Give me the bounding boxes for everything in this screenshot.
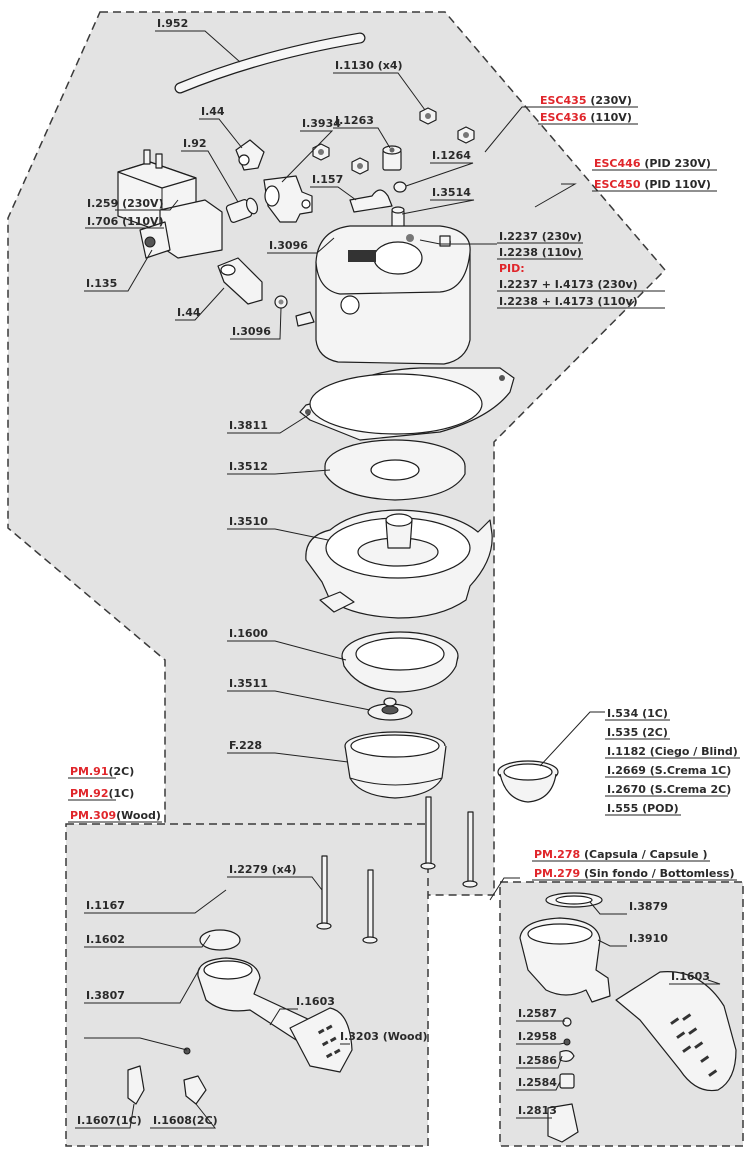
label-i1263: I.1263 <box>335 114 374 127</box>
label-i2586: I.2586 <box>518 1054 557 1067</box>
label-i44-top: I.44 <box>201 105 225 118</box>
label-pid-110: I.2238 + I.4173 (110v) <box>499 295 638 308</box>
coupling-part <box>382 145 402 171</box>
fitting-part <box>393 181 407 193</box>
capsule-spout-part <box>547 1103 579 1143</box>
basket-item: I.2670 (S.Crema 2C) <box>607 783 731 796</box>
label-i157: I.157 <box>312 173 343 186</box>
leader-lines <box>75 30 721 1129</box>
basket-item: I.555 (POD) <box>607 802 679 815</box>
capsule-spring-coil <box>559 1050 575 1062</box>
label-i1602: I.1602 <box>86 933 125 946</box>
label-i952: I.952 <box>157 17 188 30</box>
code-esc435: ESC435 (230V) <box>540 94 632 107</box>
shower-disc <box>324 439 466 501</box>
filter-holder <box>344 731 447 799</box>
spout-2c <box>183 1075 207 1105</box>
label-i1608: I.1608(2C) <box>153 1114 218 1127</box>
label-i1603-capsule: I.1603 <box>671 970 710 983</box>
basket-list: I.534 (1C) I.535 (2C) I.1182 (Ciego / Bl… <box>607 707 738 815</box>
label-i3510: I.3510 <box>229 515 268 528</box>
label-i3807: I.3807 <box>86 989 125 1002</box>
label-i706: I.706 (110V) <box>87 215 164 228</box>
code-pm278: PM.278 (Capsula / Capsule ) <box>534 848 707 861</box>
label-i1167: I.1167 <box>86 899 125 912</box>
boiler-part <box>295 225 471 365</box>
basket-item: I.535 (2C) <box>607 726 668 739</box>
basket-item: I.1182 (Ciego / Blind) <box>607 745 738 758</box>
label-i44-lower: I.44 <box>177 306 201 319</box>
valve-fitting <box>225 197 259 223</box>
capsule-cap-part <box>562 1017 572 1027</box>
capsule-valve-part <box>559 1073 575 1089</box>
label-i2238: I.2238 (110v) <box>499 246 582 259</box>
code-pm91: PM.91(2C) <box>70 765 134 778</box>
label-pid: PID: <box>499 262 525 275</box>
dispersion-valve <box>367 697 413 721</box>
portafilter-capsule <box>519 917 737 1092</box>
part-labels: I.952 I.1130 (x4) I.1263 I.44 I.3934 I.9… <box>77 17 710 1127</box>
code-esc436: ESC436 (110V) <box>540 111 632 124</box>
clamp-part <box>349 189 393 213</box>
label-i3096-top: I.3096 <box>269 239 308 252</box>
basket-spring-part <box>199 929 241 951</box>
label-i3910: I.3910 <box>629 932 668 945</box>
label-i259: I.259 (230V) <box>87 197 164 210</box>
label-i3879: I.3879 <box>629 900 668 913</box>
label-i1264: I.1264 <box>432 149 471 162</box>
label-i3096-lower: I.3096 <box>232 325 271 338</box>
gasket-plate <box>299 367 515 441</box>
filter-basket <box>497 760 559 803</box>
label-i3934: I.3934 <box>302 117 341 130</box>
label-i135: I.135 <box>86 277 117 290</box>
capsule-spring-part <box>563 1038 571 1046</box>
portafilter-standard <box>197 957 353 1073</box>
code-references: ESC435 (230V) ESC436 (110V) ESC446 (PID … <box>70 94 734 880</box>
label-i3512: I.3512 <box>229 460 268 473</box>
group-head <box>305 509 493 619</box>
label-i2279: I.2279 (x4) <box>229 863 297 876</box>
spout-1c <box>127 1065 145 1105</box>
label-i3514: I.3514 <box>432 186 471 199</box>
gasket-ring <box>341 631 459 693</box>
label-i1607: I.1607(1C) <box>77 1114 142 1127</box>
label-underlines <box>68 106 740 881</box>
code-esc450: ESC450 (PID 110V) <box>594 178 711 191</box>
label-pid-230: I.2237 + I.4173 (230v) <box>499 278 638 291</box>
label-i3511: I.3511 <box>229 677 268 690</box>
pin-part <box>183 1047 191 1055</box>
label-i1600: I.1600 <box>229 627 268 640</box>
code-pm309: PM.309(Wood) <box>70 809 161 822</box>
label-i2813: I.2813 <box>518 1104 557 1117</box>
label-i2958: I.2958 <box>518 1030 557 1043</box>
basket-item: I.534 (1C) <box>607 707 668 720</box>
basket-item: I.2669 (S.Crema 1C) <box>607 764 731 777</box>
elbow-fitting-lower <box>217 257 263 305</box>
label-f228: F.228 <box>229 739 262 752</box>
label-i3811: I.3811 <box>229 419 268 432</box>
label-i2587: I.2587 <box>518 1007 557 1020</box>
label-i92: I.92 <box>183 137 207 150</box>
solenoid-valve <box>117 149 223 259</box>
label-i1603-standard: I.1603 <box>296 995 335 1008</box>
label-i2237: I.2237 (230v) <box>499 230 582 243</box>
label-i1130: I.1130 (x4) <box>335 59 403 72</box>
code-pm92: PM.92(1C) <box>70 787 134 800</box>
elbow-fitting-top <box>235 139 265 171</box>
label-i3203: I.3203 (Wood) <box>340 1030 428 1043</box>
screw-parts <box>316 796 478 944</box>
tee-fitting <box>263 175 313 223</box>
label-i2584: I.2584 <box>518 1076 557 1089</box>
code-esc446: ESC446 (PID 230V) <box>594 157 711 170</box>
nut-parts <box>312 107 475 175</box>
code-pm279: PM.279 (Sin fondo / Bottomless) <box>534 867 734 880</box>
